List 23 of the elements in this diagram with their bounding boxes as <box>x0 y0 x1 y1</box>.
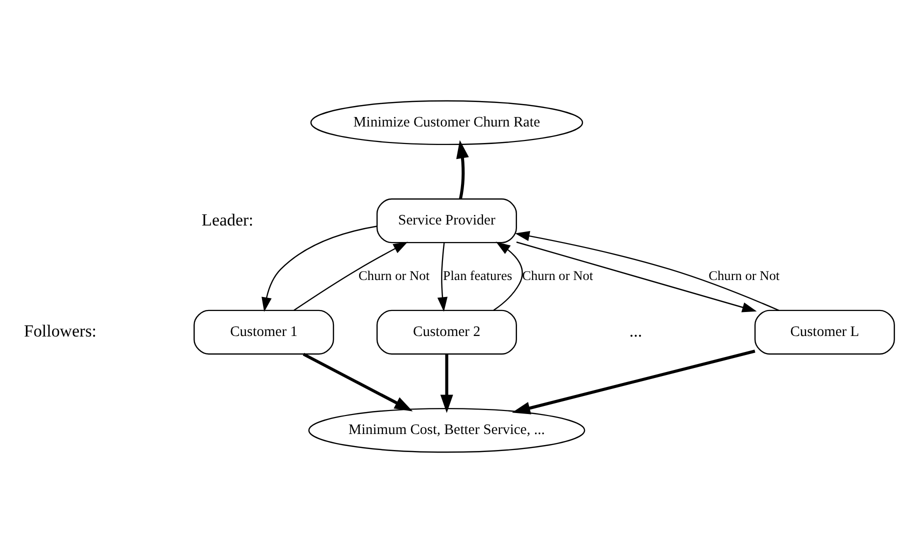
node-ellipse: Minimize Customer Churn Rate <box>310 100 584 146</box>
arrow <box>512 350 756 414</box>
edge-label: Churn or Not <box>522 268 594 283</box>
arrow <box>493 242 523 311</box>
arrow <box>440 354 454 413</box>
arrow <box>294 242 408 311</box>
label: ... <box>629 322 642 341</box>
label: Leader: <box>202 210 254 230</box>
arrow <box>516 242 757 312</box>
label: Followers: <box>24 322 97 341</box>
node-box: Service Provider <box>376 198 517 244</box>
edge-label: Plan features <box>443 268 512 283</box>
node-box: Customer 1 <box>194 310 334 355</box>
node-box: Customer L <box>754 310 895 355</box>
edge-label: Churn or Not <box>358 268 430 283</box>
node-box: Customer 2 <box>376 310 517 355</box>
edge-label: Churn or Not <box>708 268 780 283</box>
node-ellipse: Minimum Cost, Better Service, ... <box>308 408 586 453</box>
arrow <box>456 140 469 200</box>
arrow <box>437 242 448 312</box>
arrow <box>302 352 413 412</box>
arrow <box>514 231 780 311</box>
arrow <box>262 226 378 312</box>
